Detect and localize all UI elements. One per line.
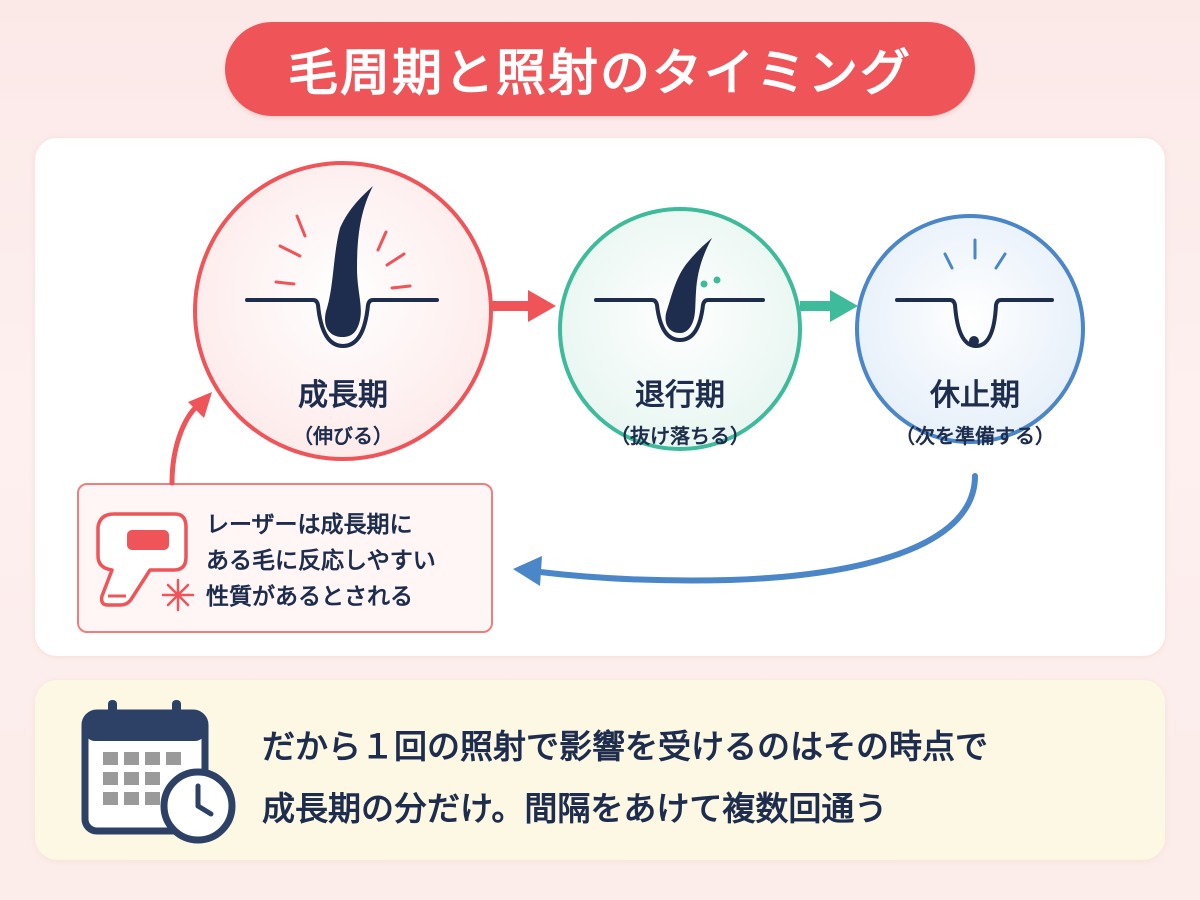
summary-text: だから１回の照射で影響を受けるのはその時点で 成長期の分だけ。間隔をあけて複数回…	[262, 716, 1142, 840]
note-line: ある毛に反応しやすい	[206, 548, 436, 574]
stage-sub-anagen: （伸びる）	[293, 424, 393, 448]
stage-label-telogen: 休止期 （次を準備する）	[875, 370, 1075, 449]
stage-sub-catagen: （抜け落ちる）	[610, 424, 750, 448]
stage-label-catagen: 退行期 （抜け落ちる）	[580, 370, 780, 449]
stage-label-anagen: 成長期 （伸びる）	[243, 370, 443, 449]
laser-note-text: レーザーは成長期に ある毛に反応しやすい 性質があるとされる	[206, 507, 491, 615]
summary-line: 成長期の分だけ。間隔をあけて複数回通う	[262, 789, 888, 828]
stage-sub-telogen: （次を準備する）	[895, 424, 1055, 448]
summary-line: だから１回の照射で影響を受けるのはその時点で	[262, 727, 988, 766]
stage-name-anagen: 成長期	[298, 378, 388, 413]
note-line: レーザーは成長期に	[206, 512, 413, 538]
stage-name-telogen: 休止期	[930, 378, 1020, 413]
note-line: 性質があるとされる	[206, 584, 413, 610]
stage-name-catagen: 退行期	[635, 378, 725, 413]
page-title: 毛周期と照射のタイミング	[288, 44, 912, 102]
title-banner: 毛周期と照射のタイミング	[225, 22, 975, 116]
